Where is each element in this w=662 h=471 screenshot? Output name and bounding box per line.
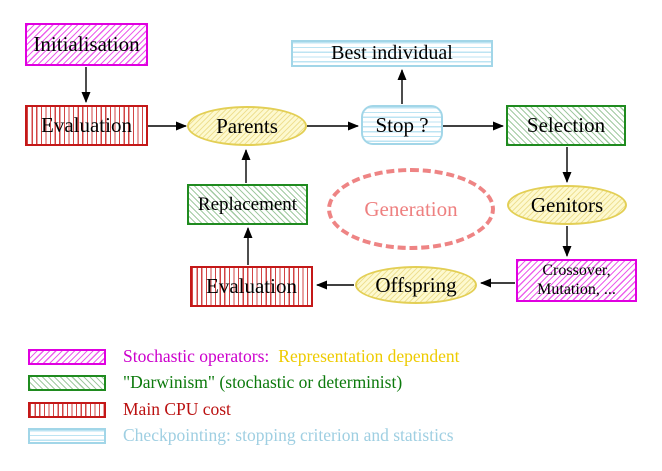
node-evaluation-bottom: Evaluation [190, 266, 313, 307]
node-replacement: Replacement [187, 184, 308, 225]
node-crossover-mutation: Crossover, Mutation, ... [516, 259, 637, 302]
node-evaluation-top: Evaluation [25, 105, 148, 146]
node-selection: Selection [506, 105, 626, 146]
crossover-mutation-label: Crossover, Mutation, ... [537, 261, 616, 298]
legend-text-darwinism: "Darwinism" (stochastic or determinist) [123, 372, 403, 392]
node-genitors: Genitors [507, 185, 627, 225]
legend-row-stochastic-operators: Stochastic operators: Representation depe… [28, 346, 460, 367]
legend-row-cpu-cost: Main CPU cost [28, 399, 231, 420]
legend-row-darwinism: "Darwinism" (stochastic or determinist) [28, 372, 402, 393]
node-best-individual: Best individual [291, 40, 493, 67]
legend-label: Stochastic operators: Representation depe… [123, 346, 460, 367]
node-parents: Parents [187, 106, 307, 146]
node-stop: Stop ? [361, 105, 443, 145]
legend-swatch-green-hatch [28, 374, 106, 391]
legend-swatch-cyan-stripes [28, 427, 106, 444]
legend-text-cpu-cost: Main CPU cost [123, 399, 231, 419]
legend-row-checkpointing: Checkpointing: stopping criterion and st… [28, 425, 454, 446]
legend-text-checkpointing: Checkpointing: stopping criterion and st… [123, 425, 454, 445]
node-generation: Generation [327, 168, 495, 250]
legend-swatch-magenta-hatch [28, 348, 106, 365]
legend-swatch-red-stripes [28, 401, 106, 418]
legend-text-representation: Representation dependent [278, 346, 460, 366]
legend-text-stochastic: Stochastic operators: [123, 346, 270, 366]
node-offspring: Offspring [355, 266, 477, 304]
node-initialisation: Initialisation [25, 23, 148, 66]
